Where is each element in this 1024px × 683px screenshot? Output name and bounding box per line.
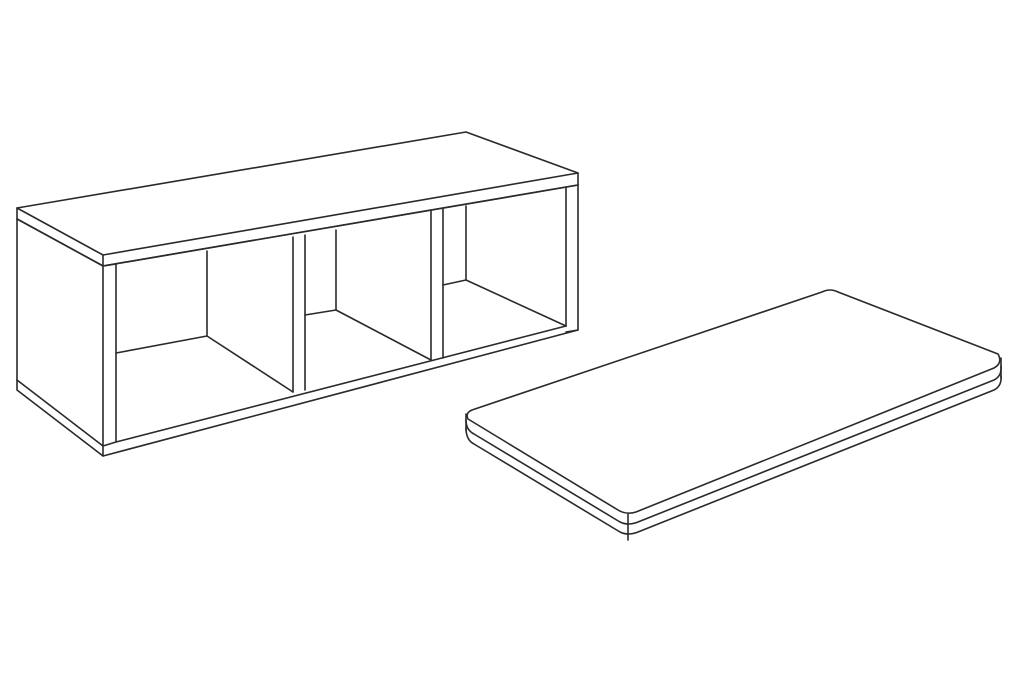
compartment-middle: [304, 229, 432, 361]
bench-divider-right: [430, 208, 444, 361]
compartment-right: [442, 205, 567, 327]
compartment-left: [115, 250, 294, 393]
cubby-bench-frame: [16, 131, 579, 457]
bench-seat-cushion: [465, 289, 1002, 541]
bench-divider-left: [292, 234, 306, 393]
bench-bottom-front-edge: [102, 329, 579, 457]
compartment-left-shelf-line: [115, 335, 294, 393]
bench-left-side-bottom-edge: [16, 379, 104, 447]
compartment-middle-shelf-line: [304, 309, 432, 361]
compartment-right-shelf-line: [442, 279, 567, 327]
cushion-top-surface: [466, 289, 1001, 514]
bench-bottom-inner-edge: [115, 325, 567, 443]
